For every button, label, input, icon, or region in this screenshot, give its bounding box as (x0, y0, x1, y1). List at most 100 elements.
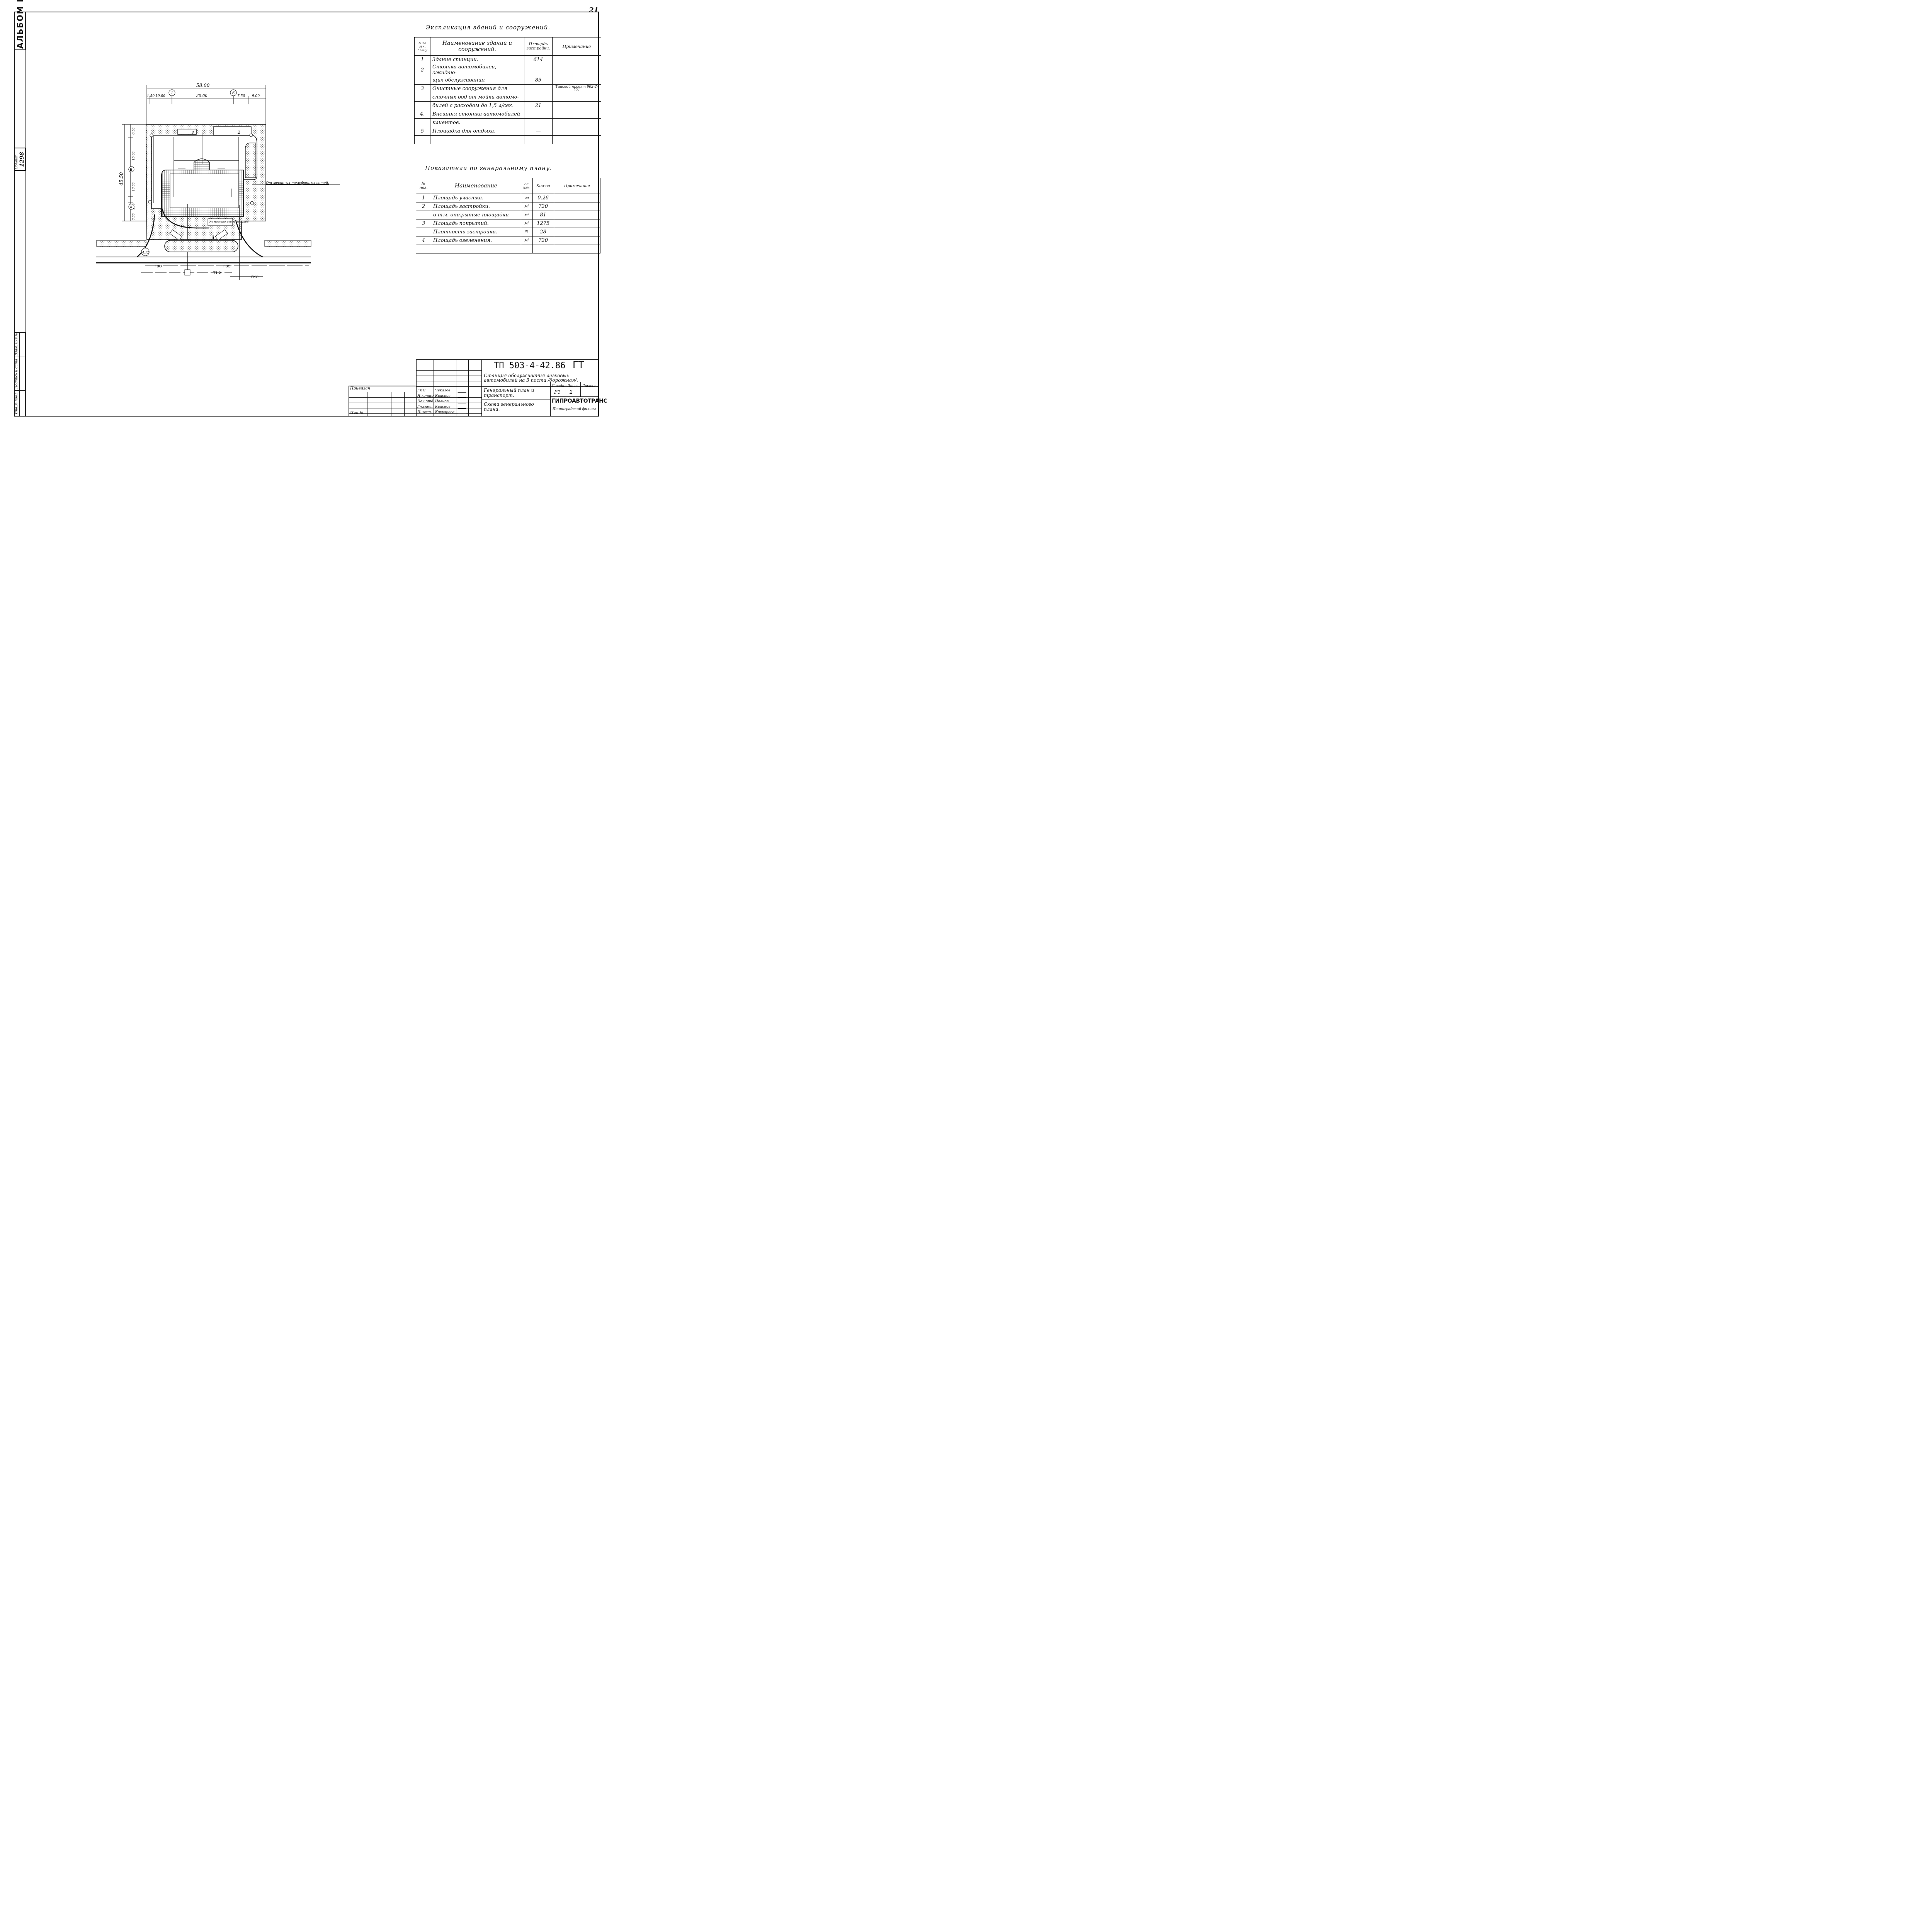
explication-cell-note (552, 76, 601, 85)
left-margin-strip (14, 12, 26, 417)
indicators-cell-name: в т.ч. открытые площадки (431, 211, 521, 219)
album-box (14, 12, 26, 50)
staff-signature (457, 412, 468, 414)
organization: ГИПРОАВТОТРАНС (552, 398, 607, 404)
explication-cell-area (524, 64, 553, 76)
explication-header-name: Наименование зданий и сооружений. (430, 37, 524, 56)
explication-cell-no: 5 (414, 127, 430, 136)
indicators-cell-name: Площадь застройки. (431, 202, 521, 211)
dim-total-height: 45.50 (119, 172, 124, 186)
inventory-label: Инв.№ (350, 411, 363, 415)
explication-header-row: № по ген. плану Наименование зданий и со… (414, 37, 601, 56)
gko-label: ГКО (251, 276, 259, 279)
indicators-cell-no: 4 (416, 236, 431, 245)
staff-signature (457, 396, 468, 398)
staff-role: Гл.спец. (417, 405, 433, 409)
explication-row: клиентов. (414, 118, 601, 127)
explication-cell-name: билей с расходом до 1,5 л/сек. (430, 101, 524, 110)
staff-name: Иванов (435, 400, 449, 403)
dim-d1: 1.50 (147, 94, 155, 98)
indicators-title: Показатели по генеральному плану. (425, 165, 552, 172)
indicators-cell-qty: 0.26 (532, 194, 554, 202)
dim-v4: 3.00 (132, 213, 135, 220)
indicators-cell-qty: 28 (532, 228, 554, 236)
staff-name: Краснов (435, 394, 451, 398)
explication-cell-no (414, 101, 430, 110)
explication-cell-note (552, 93, 601, 102)
side-stamp-replace: Взам. инв.№ (15, 333, 19, 355)
indicators-cell-note (553, 202, 601, 211)
indicators-cell-name: Площадь участка. (431, 194, 521, 202)
object-box (14, 148, 26, 171)
drawing-mark: ГТ (573, 359, 584, 370)
explication-cell-no (414, 118, 430, 127)
sidewalk-right (264, 240, 311, 247)
indicators-cell-unit: м² (521, 211, 533, 219)
top-dimensions (146, 85, 266, 126)
staff-signature (457, 401, 468, 403)
staff-role: Инжен. (417, 410, 432, 414)
side-stamp-inv: Инв.№ подл. (15, 391, 19, 414)
rest-area-5 (194, 158, 210, 171)
explication-cell-no (414, 76, 430, 85)
explication-row (414, 135, 601, 144)
explication-cell-no: 4. (414, 110, 430, 119)
axis-label-b: Б (130, 168, 132, 172)
explication-cell-area (524, 110, 553, 119)
indicators-cell-note (553, 194, 601, 202)
axis-marker-1 (168, 89, 175, 96)
indicators-cell-note (553, 236, 601, 245)
explication-header-area: Площадь застройки. (524, 37, 553, 56)
indicators-cell-unit: м² (521, 219, 533, 228)
sheet-title: Генеральный план и транспорт. (484, 388, 534, 398)
indicators-cell-unit: м² (521, 202, 533, 211)
indicators-cell-qty: 81 (532, 211, 554, 219)
indicators-cell-qty: 720 (532, 236, 554, 245)
side-stamp-sign: Подпись и дата (15, 359, 19, 389)
explication-cell-name (430, 135, 524, 144)
album-label: АЛЬБОМ I (15, 0, 25, 49)
explication-row: билей с расходом до 1,5 л/сек.21 (414, 101, 601, 110)
sheets-label: Листов (582, 384, 597, 388)
dim-v1: 6.50 (132, 128, 135, 134)
indicators-cell-unit: м² (521, 236, 533, 245)
indicators-cell-no (416, 211, 431, 219)
indicators-cell-note (553, 211, 601, 219)
staff-name: Чекалов (435, 389, 451, 393)
indicators-header-qty: Кол-во (532, 178, 554, 194)
object-number: 1298 (19, 152, 25, 167)
sheet-value: 2 (570, 389, 573, 395)
attached-label: Привязан (350, 386, 371, 391)
explication-cell-area (524, 93, 553, 102)
explication-cell-name: Здание станции. (430, 55, 524, 64)
indicators-cell-no: 2 (416, 202, 431, 211)
explication-cell-note: Типовой проект 902-2-221 (552, 84, 601, 93)
dim-d3: 30.00 (196, 94, 207, 98)
dim-total-width: 58.00 (196, 83, 210, 88)
side-stamp-box (14, 332, 26, 417)
axis-label-1: 1 (171, 91, 173, 95)
dim-d5: 9.00 (252, 94, 260, 98)
indicators-row: Плотность застройки.%28 (416, 228, 601, 236)
staff-name: Краснов (435, 405, 451, 409)
treatment-facilities-3 (177, 129, 197, 135)
drawing-code: ТП 503-4-42.86 (494, 361, 566, 371)
explication-cell-note (552, 55, 601, 64)
staff-role: Н.контр. (417, 394, 435, 398)
explication-cell-name: сточных вод от мойки автомо- (430, 93, 524, 102)
waiting-parking-2 (213, 126, 252, 136)
explication-cell-note (552, 135, 601, 144)
indicators-cell-unit: % (521, 228, 533, 236)
explication-cell-area: — (524, 127, 553, 136)
explication-cell-no: 2 (414, 64, 430, 76)
explication-title: Экспликация зданий и сооружений. (426, 24, 551, 31)
explication-cell-name: Очистные сооружения для (430, 84, 524, 93)
explication-row: сточных вод от мойки автомо- (414, 93, 601, 102)
axis-marker-a (128, 204, 134, 210)
utility-lines (153, 133, 240, 280)
entry-road (137, 214, 155, 257)
indicators-cell-note (553, 228, 601, 236)
explication-cell-name: Стоянка автомобилей, ожидаю- (430, 64, 524, 76)
explication-header-note: Примечание (552, 37, 601, 56)
